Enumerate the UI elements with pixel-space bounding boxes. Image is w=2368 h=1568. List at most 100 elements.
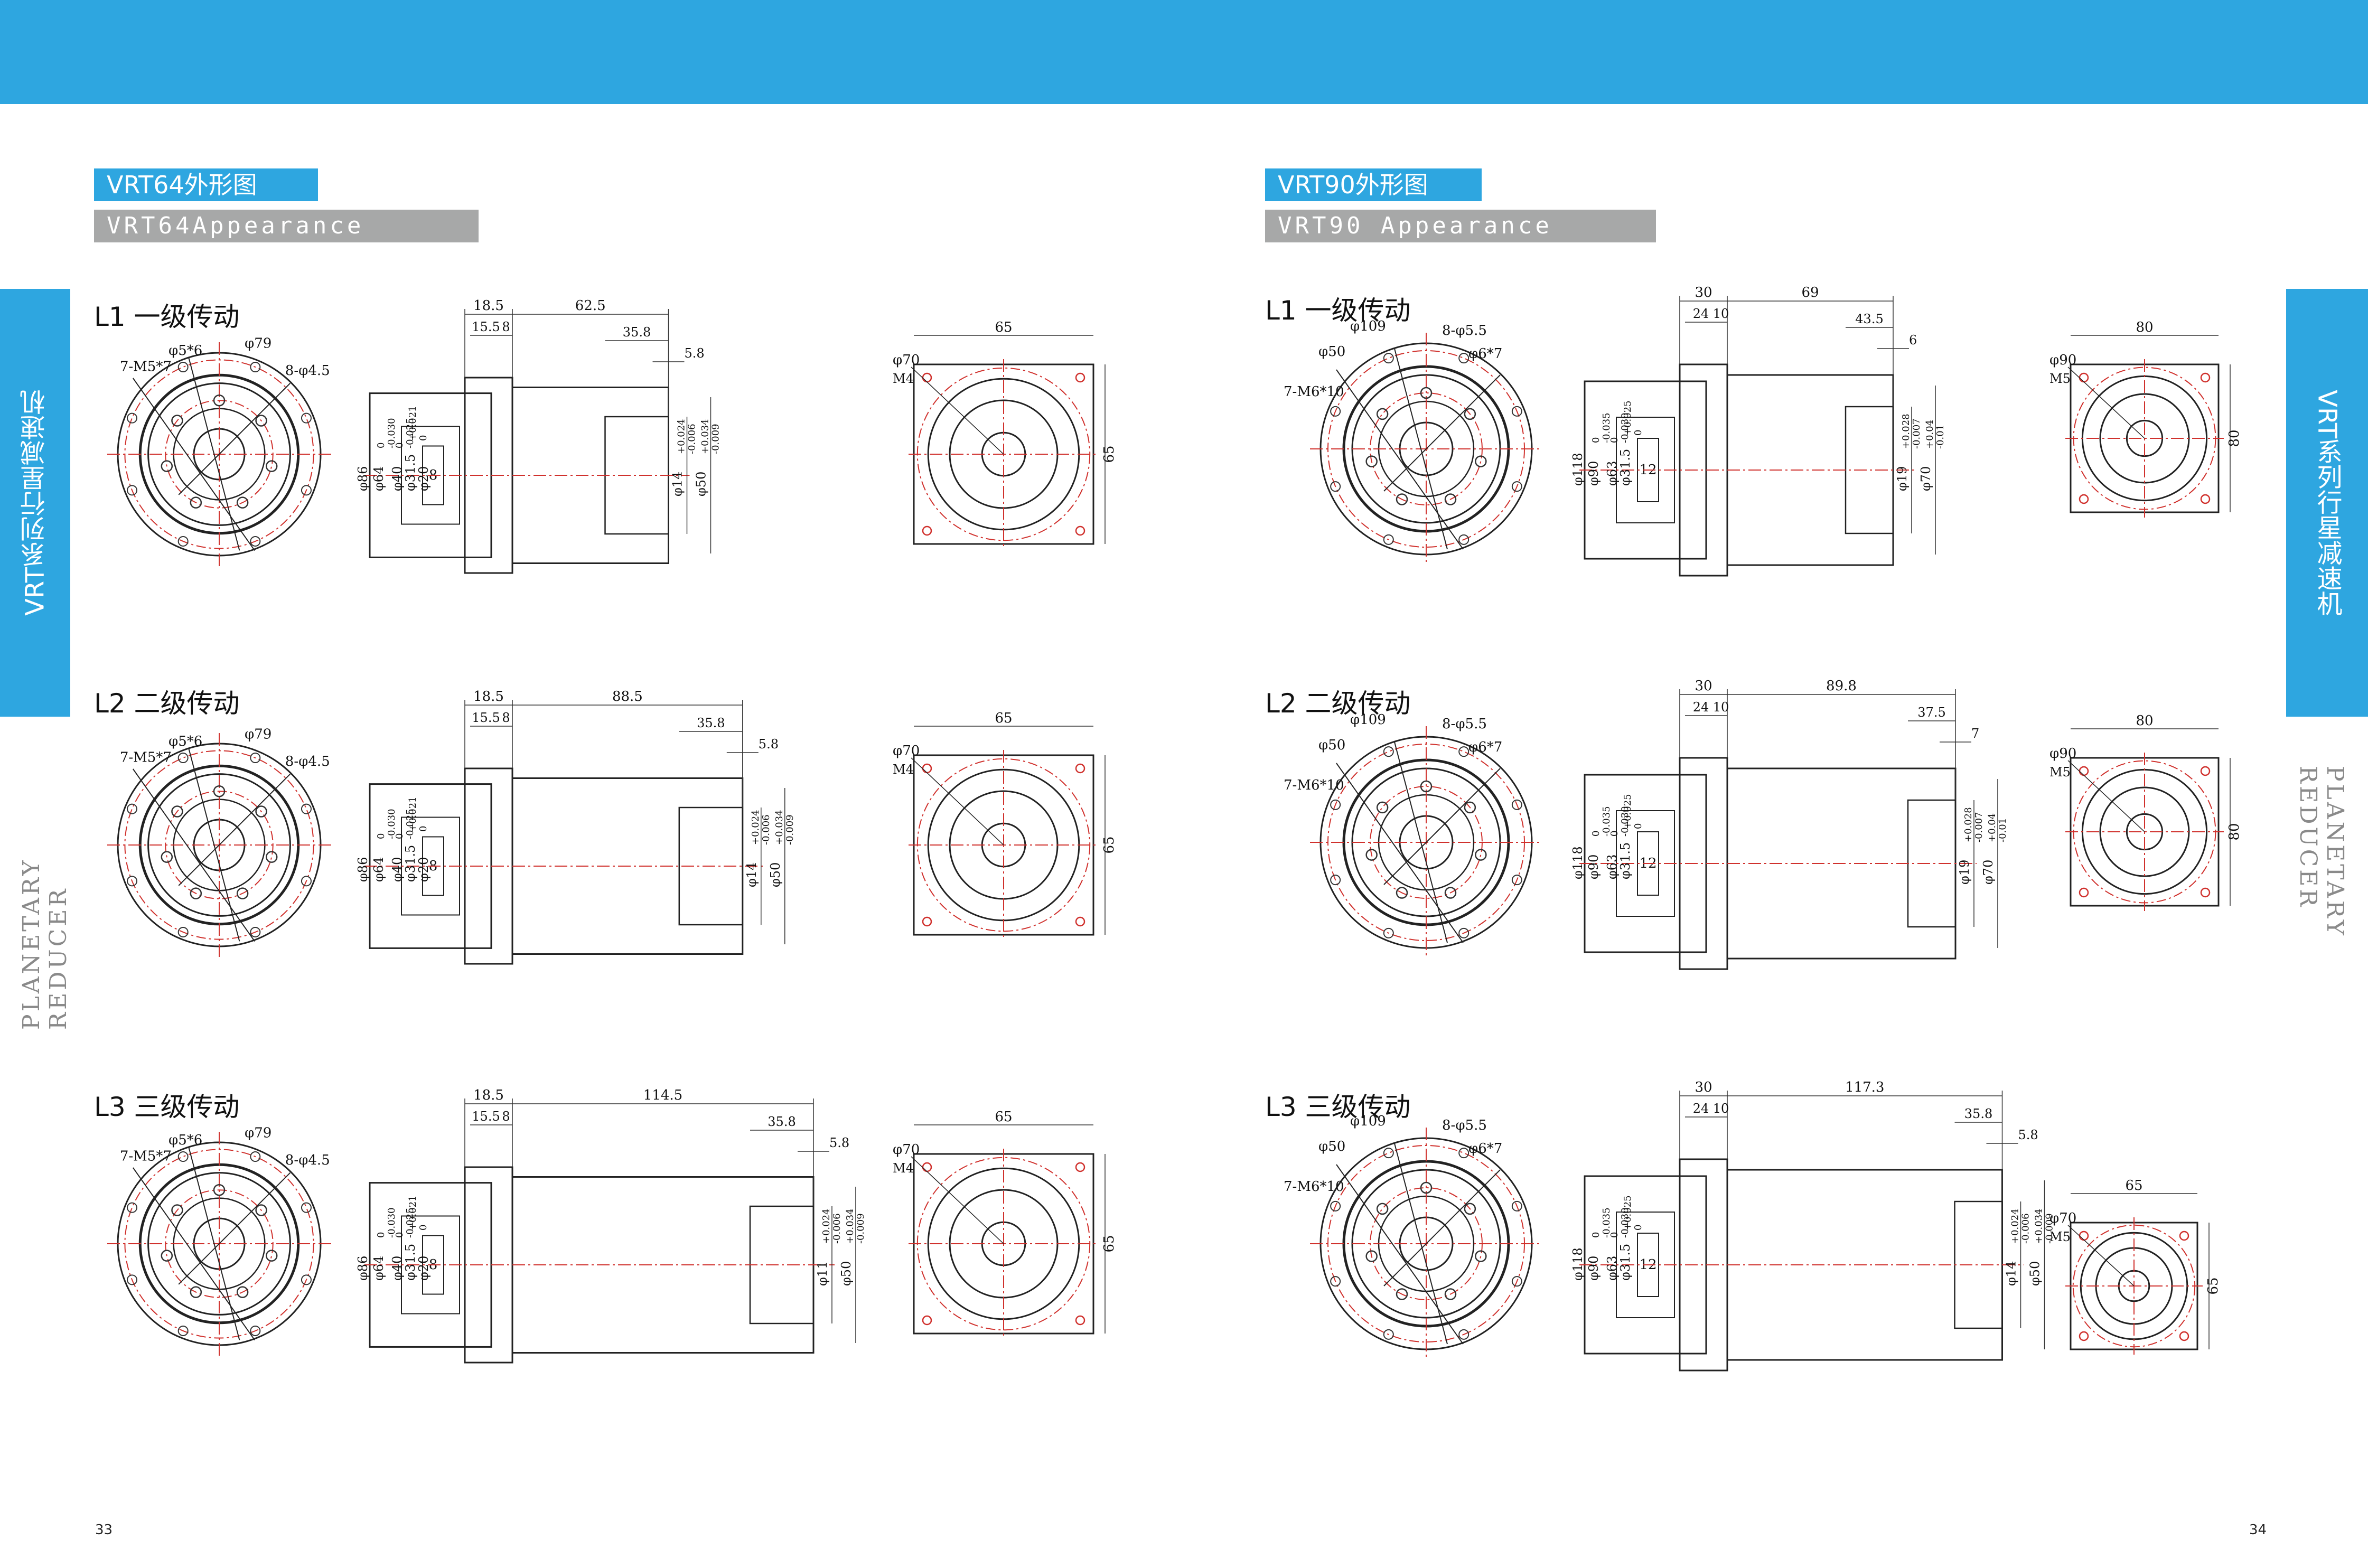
right-title-en: VRT90 Appearance Figure bbox=[1265, 210, 1656, 272]
mount-hole bbox=[1458, 534, 1470, 545]
tolerance-value: 0 bbox=[1609, 437, 1620, 443]
tolerance-value: +0.034 bbox=[774, 810, 785, 845]
mount-hole bbox=[1330, 481, 1341, 492]
tolerance-value: -0.035 bbox=[1601, 806, 1612, 837]
leader-line bbox=[188, 748, 240, 942]
mount-hole bbox=[1330, 406, 1341, 417]
tapped-hole bbox=[1444, 493, 1457, 505]
tolerance-label: +0.034-0.009 bbox=[700, 419, 722, 454]
tolerance-label: 0-0.035 bbox=[1590, 1207, 1612, 1238]
tolerance-label: +0.028-0.007 bbox=[1901, 414, 1922, 449]
mount-hole bbox=[127, 485, 138, 496]
tolerance-value: +0.024 bbox=[821, 1208, 832, 1244]
tolerance-value: 0 bbox=[1609, 1232, 1620, 1238]
tapped-hole bbox=[1365, 455, 1378, 467]
mount-hole bbox=[1383, 927, 1394, 938]
label-height: 65 bbox=[1101, 1235, 1117, 1252]
label-total: 114.5 bbox=[643, 1087, 682, 1103]
label-diameter: φ64 bbox=[371, 466, 386, 491]
tolerance-value: -0.006 bbox=[831, 1213, 843, 1244]
tapped-hole bbox=[171, 415, 183, 427]
tolerance-value: -0.009 bbox=[2044, 1213, 2055, 1244]
label-height: 80 bbox=[2226, 823, 2242, 840]
label-holes: 7-M5*7 bbox=[120, 359, 172, 375]
tapped-hole bbox=[1365, 1250, 1378, 1262]
mount-hole bbox=[301, 1202, 312, 1213]
label-key-len: 5.8 bbox=[685, 346, 705, 361]
mount-hole bbox=[177, 1151, 189, 1162]
stage-title: L2 二级传动 bbox=[94, 688, 240, 719]
tolerance-value: 0 bbox=[394, 1232, 405, 1238]
tapped-hole bbox=[190, 496, 202, 509]
corner-hole bbox=[1075, 763, 1085, 774]
tolerance-value: +0.034 bbox=[845, 1208, 856, 1244]
tapped-hole bbox=[1464, 801, 1476, 814]
tolerance-value: -0.025 bbox=[405, 1207, 416, 1238]
mount-hole bbox=[250, 536, 261, 547]
label-key-len: 6 bbox=[1909, 333, 1917, 348]
tolerance-value: +0.025 bbox=[1622, 1195, 1633, 1231]
right-side-en: PLANETARY REDUCER bbox=[2295, 766, 2348, 938]
tolerance-value: 0 bbox=[418, 1225, 429, 1231]
tolerance-value: -0.030 bbox=[386, 418, 397, 448]
mount-hole bbox=[1511, 799, 1522, 810]
tolerance-label: 0-0.030 bbox=[376, 809, 397, 839]
label-shaft: φ14 bbox=[2004, 1261, 2019, 1286]
label-shaft-len: 43.5 bbox=[1855, 312, 1883, 326]
tapped-hole bbox=[265, 460, 278, 472]
leader-line bbox=[178, 382, 291, 495]
tapped-hole bbox=[265, 851, 278, 863]
label-diameter: φ40 bbox=[390, 857, 405, 882]
corner-hole bbox=[1075, 1315, 1085, 1326]
corner-hole bbox=[922, 1315, 932, 1326]
tapped-hole bbox=[190, 1286, 202, 1298]
corner-hole bbox=[922, 525, 932, 536]
leader-line bbox=[911, 757, 1004, 846]
label-pcd: φ79 bbox=[245, 726, 272, 742]
label-total: 117.3 bbox=[1845, 1079, 1884, 1095]
stage-title: L2 二级传动 bbox=[1265, 688, 1411, 719]
tolerance-value: 0 bbox=[1633, 823, 1644, 829]
label-spigot: φ70 bbox=[1981, 860, 1996, 885]
corner-hole bbox=[922, 1162, 932, 1172]
leader-line bbox=[178, 1172, 291, 1285]
label-diameter: φ40 bbox=[390, 1256, 405, 1281]
tapped-hole bbox=[1365, 849, 1378, 861]
label-height: 80 bbox=[2226, 429, 2242, 447]
corner-hole bbox=[2079, 1231, 2089, 1241]
tolerance-label: 0-0.035 bbox=[1590, 412, 1612, 443]
tolerance-value: -0.030 bbox=[1620, 412, 1631, 443]
mount-hole bbox=[250, 753, 261, 764]
mount-hole bbox=[177, 926, 189, 937]
label-height: 65 bbox=[1101, 445, 1117, 463]
label-shaft: φ19 bbox=[1895, 466, 1910, 491]
label-diameter: φ64 bbox=[371, 857, 386, 882]
tolerance-value: +0.025 bbox=[1622, 400, 1633, 436]
label-width: 65 bbox=[995, 1109, 1012, 1125]
label-l1: 18.5 bbox=[473, 298, 504, 314]
label-pcd: φ79 bbox=[245, 335, 272, 351]
tapped-hole bbox=[1475, 849, 1487, 861]
label-shaft: φ14 bbox=[670, 472, 685, 496]
label-shaft-len: 35.8 bbox=[768, 1114, 795, 1129]
tapped-hole bbox=[1396, 1288, 1408, 1300]
label-diameter: φ86 bbox=[355, 466, 370, 491]
label-l1: 30 bbox=[1695, 678, 1712, 694]
right-title-cn: VRT90外形图 bbox=[1265, 168, 1482, 201]
label-width: 80 bbox=[2136, 713, 2153, 729]
mount-hole bbox=[1458, 927, 1470, 938]
leader-line bbox=[1336, 369, 1464, 550]
label-diameter: φ31.5 bbox=[1618, 1244, 1633, 1281]
label-bolt: φ6*7 bbox=[1468, 739, 1502, 755]
tolerance-value: 0 bbox=[1590, 437, 1602, 443]
